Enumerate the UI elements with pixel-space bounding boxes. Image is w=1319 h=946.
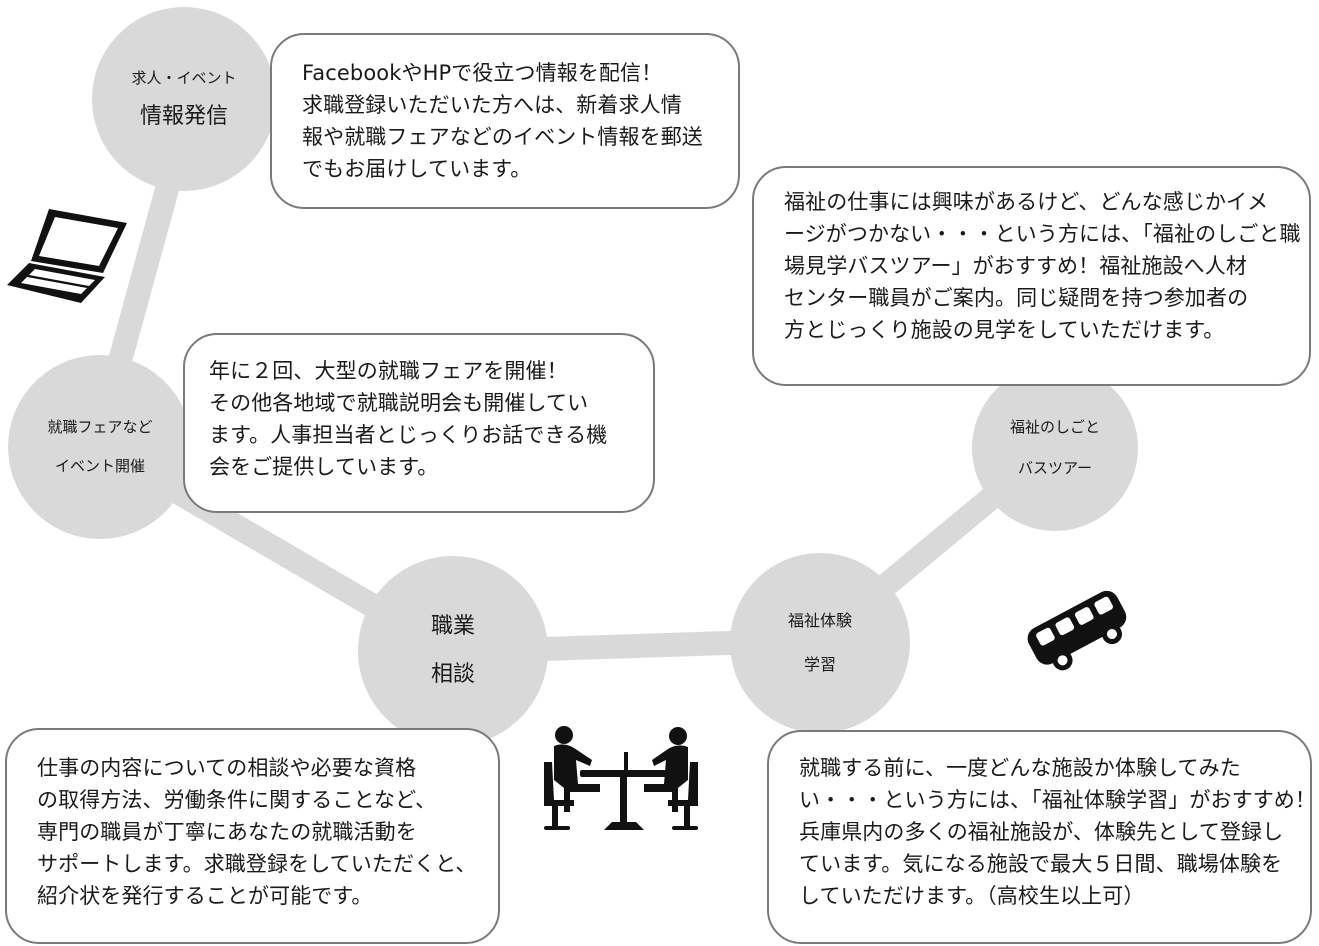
meeting-icon: [544, 726, 698, 830]
box-experience-line: 就職する前に、一度どんな施設か体験してみた: [799, 756, 1241, 780]
box-job-info-line: 報や就職フェアなどのイベント情報を郵送: [302, 125, 703, 149]
node-job-info: 求人・イベント 情報発信: [92, 7, 276, 191]
laptop-icon: [7, 209, 127, 303]
box-bus-tour: 福祉の仕事には興味があるけど、どんな感じかイメ ージがつかない・・・という方には…: [752, 166, 1311, 386]
node-bus-tour-line2: バスツアー: [1017, 459, 1093, 477]
node-consultation: 職業 相談: [358, 556, 548, 746]
box-job-info-line: でもお届けしています。: [302, 157, 532, 181]
box-experience-line: ています。気になる施設で最大５日間、職場体験を: [799, 852, 1283, 876]
box-job-fair-line: 年に２回、大型の就職フェアを開催！: [209, 359, 568, 383]
box-bus-tour-line: 場見学バスツアー」がおすすめ！福祉施設へ人材: [784, 254, 1247, 278]
box-consultation-line: 専門の職員が丁寧にあなたの就職活動を: [37, 820, 417, 844]
box-bus-tour-line: ージがつかない・・・という方には、「福祉のしごと職: [784, 222, 1301, 246]
box-bus-tour-line: 福祉の仕事には興味があるけど、どんな感じかイメ: [784, 190, 1269, 214]
box-job-info: FacebookやHPで役立つ情報を配信！ 求職登録いただいた方へは、新着求人情…: [270, 33, 740, 209]
box-bus-tour-line: 方とじっくり施設の見学をしていただけます。: [784, 318, 1225, 342]
node-experience-line2: 学習: [803, 655, 836, 674]
node-job-info-line2: 情報発信: [139, 103, 228, 129]
node-job-fair-line1: 就職フェアなど: [47, 418, 153, 436]
box-job-fair-line: ます。人事担当者とじっくりお話できる機: [209, 423, 608, 447]
box-job-info-line: 求職登録いただいた方へは、新着求人情: [302, 93, 682, 117]
box-experience-line: していただけます。（高校生以上可）: [799, 884, 1145, 908]
box-consultation-line: 仕事の内容についての相談や必要な資格: [37, 756, 417, 780]
box-experience-line: い・・・という方には、「福祉体験学習」がおすすめ！: [799, 788, 1316, 812]
node-consultation-line1: 職業: [430, 614, 475, 639]
node-consultation-line2: 相談: [430, 662, 475, 687]
box-job-fair-line: その他各地域で就職説明会も開催してい: [209, 391, 589, 415]
node-bus-tour-line1: 福祉のしごと: [1009, 418, 1100, 436]
box-experience-line: 兵庫県内の多くの福祉施設が、体験先として登録し: [799, 820, 1284, 844]
node-bus-tour: 福祉のしごと バスツアー: [972, 365, 1138, 531]
box-job-info-line: FacebookやHPで役立つ情報を配信！: [302, 61, 663, 85]
node-job-fair-line2: イベント開催: [54, 457, 145, 475]
bus-icon: [1027, 590, 1127, 671]
box-consultation-line: の取得方法、労働条件に関することなど、: [37, 788, 437, 812]
box-consultation-line: サポートします。求職登録をしていただくと、: [37, 852, 477, 876]
box-bus-tour-line: センター職員がご案内。同じ疑問を持つ参加者の: [784, 286, 1249, 310]
box-job-fair: 年に２回、大型の就職フェアを開催！ その他各地域で就職説明会も開催してい ます。…: [183, 333, 655, 513]
box-consultation-line: 紹介状を発行することが可能です。: [37, 884, 373, 908]
box-job-fair-line: 会をご提供しています。: [209, 455, 439, 479]
box-consultation: 仕事の内容についての相談や必要な資格 の取得方法、労働条件に関することなど、 専…: [5, 728, 500, 944]
node-job-info-line1: 求人・イベント: [131, 68, 237, 87]
node-experience-line1: 福祉体験: [787, 611, 852, 630]
node-experience: 福祉体験 学習: [730, 553, 910, 733]
node-job-fair: 就職フェアなど イベント開催: [8, 355, 192, 539]
box-experience: 就職する前に、一度どんな施設か体験してみた い・・・という方には、「福祉体験学習…: [767, 730, 1316, 944]
